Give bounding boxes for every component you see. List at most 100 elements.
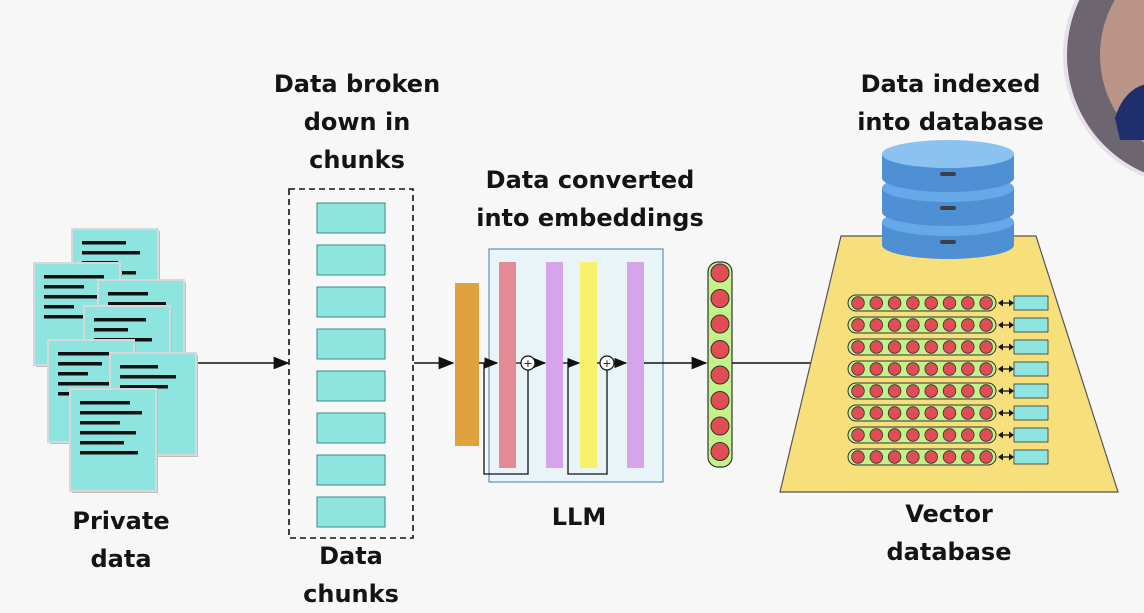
index-chunk-block [1013,295,1049,311]
vector-value-dot [979,450,993,464]
database-cylinder-icon [882,140,1014,259]
vector-row [847,426,1049,444]
vector-value-dot [869,318,884,332]
chunk-block [316,286,386,318]
embedding-vector-bar [707,261,733,468]
vector-bar [847,404,997,422]
vector-value-dot [961,296,975,310]
label-line: Data [319,542,383,570]
chunk-block [316,496,386,528]
vector-value-dot [906,406,920,420]
link-arrow-head [1009,409,1014,417]
vector-value-dot [869,362,884,376]
link-arrow-head [998,453,1003,461]
vector-value-dot [961,450,975,464]
vector-value-dot [942,362,957,376]
vector-value-dot [887,384,902,398]
vector-value-dot [961,384,975,398]
vector-value-dot [961,340,975,354]
vector-value-dot [924,340,938,354]
index-chunk-block [1013,361,1049,377]
vector-value-dot [869,340,884,354]
vector-value-dot [869,406,884,420]
index-chunk-block [1013,449,1049,465]
link-arrow-head [998,321,1003,329]
vector-value-dot [887,450,902,464]
vector-value-dot [924,362,938,376]
label-line: chunks [303,580,399,608]
vector-value-dot [887,362,902,376]
vector-row [847,338,1049,356]
residual-connection-1 [483,357,547,475]
chunk-block [316,454,386,486]
vector-value-dot [942,296,957,310]
vector-value-dot [869,384,884,398]
vector-row [847,316,1049,334]
vector-bar [847,382,997,400]
link-arrow-head [1009,343,1014,351]
vector-value-dot [906,318,920,332]
document-stack-icon [33,228,198,493]
circled-plus-icon [520,355,536,371]
vector-row [847,382,1049,400]
vector-value-dot [869,450,884,464]
vector-value-dot [906,362,920,376]
vector-value-dot [961,428,975,442]
vector-rows [847,294,1049,466]
vector-value-dot [851,406,865,420]
link-arrow-head [1009,453,1014,461]
vector-value-dot [851,340,865,354]
document-icon [69,388,158,493]
vector-bar [847,294,997,312]
label-data-converted: Data converted into embeddings [462,161,718,237]
vector-value-dot [851,362,865,376]
vector-value-dot [887,296,902,310]
embedding-dot [710,263,730,283]
index-chunk-block [1013,383,1049,399]
vector-bar [847,338,997,356]
label-data-chunks: Data chunks [271,537,431,613]
vector-row [847,404,1049,422]
vector-value-dot [979,340,993,354]
link-arrow-head [1009,299,1014,307]
label-line: data [90,545,152,573]
vector-value-dot [906,296,920,310]
svg-text:+: + [602,357,611,370]
llm-layer-1 [499,262,516,468]
link-arrow-head [1009,321,1014,329]
vector-value-dot [906,384,920,398]
chunk-block [316,412,386,444]
vector-value-dot [906,340,920,354]
label-line: database [886,538,1012,566]
vector-row [847,294,1049,312]
link-arrow-head [1009,431,1014,439]
chunk-block [316,328,386,360]
link-arrow-head [1009,387,1014,395]
label-line: Data indexed [860,70,1041,98]
label-line: down in [303,108,411,136]
label-llm: LLM [551,503,607,531]
label-line: chunks [309,146,405,174]
vector-bar [847,448,997,466]
vector-value-dot [924,384,938,398]
label-line: into database [857,108,1044,136]
embedding-dot [710,416,730,436]
link-arrow-head [998,299,1003,307]
embedding-dot [710,289,730,308]
vector-value-dot [942,384,957,398]
vector-value-dot [851,318,865,332]
label-line: Private [72,507,170,535]
label-line: Vector [905,500,993,528]
vector-value-dot [906,450,920,464]
chunk-block [316,244,386,276]
embedding-dot [710,340,730,359]
vector-value-dot [851,296,865,310]
vector-value-dot [924,318,938,332]
link-arrow-head [998,409,1003,417]
chunk-block [316,370,386,402]
llm-layer-2 [546,262,563,468]
vector-value-dot [942,340,957,354]
embedding-dot [710,314,730,334]
vector-value-dot [942,450,957,464]
vector-value-dot [961,318,975,332]
